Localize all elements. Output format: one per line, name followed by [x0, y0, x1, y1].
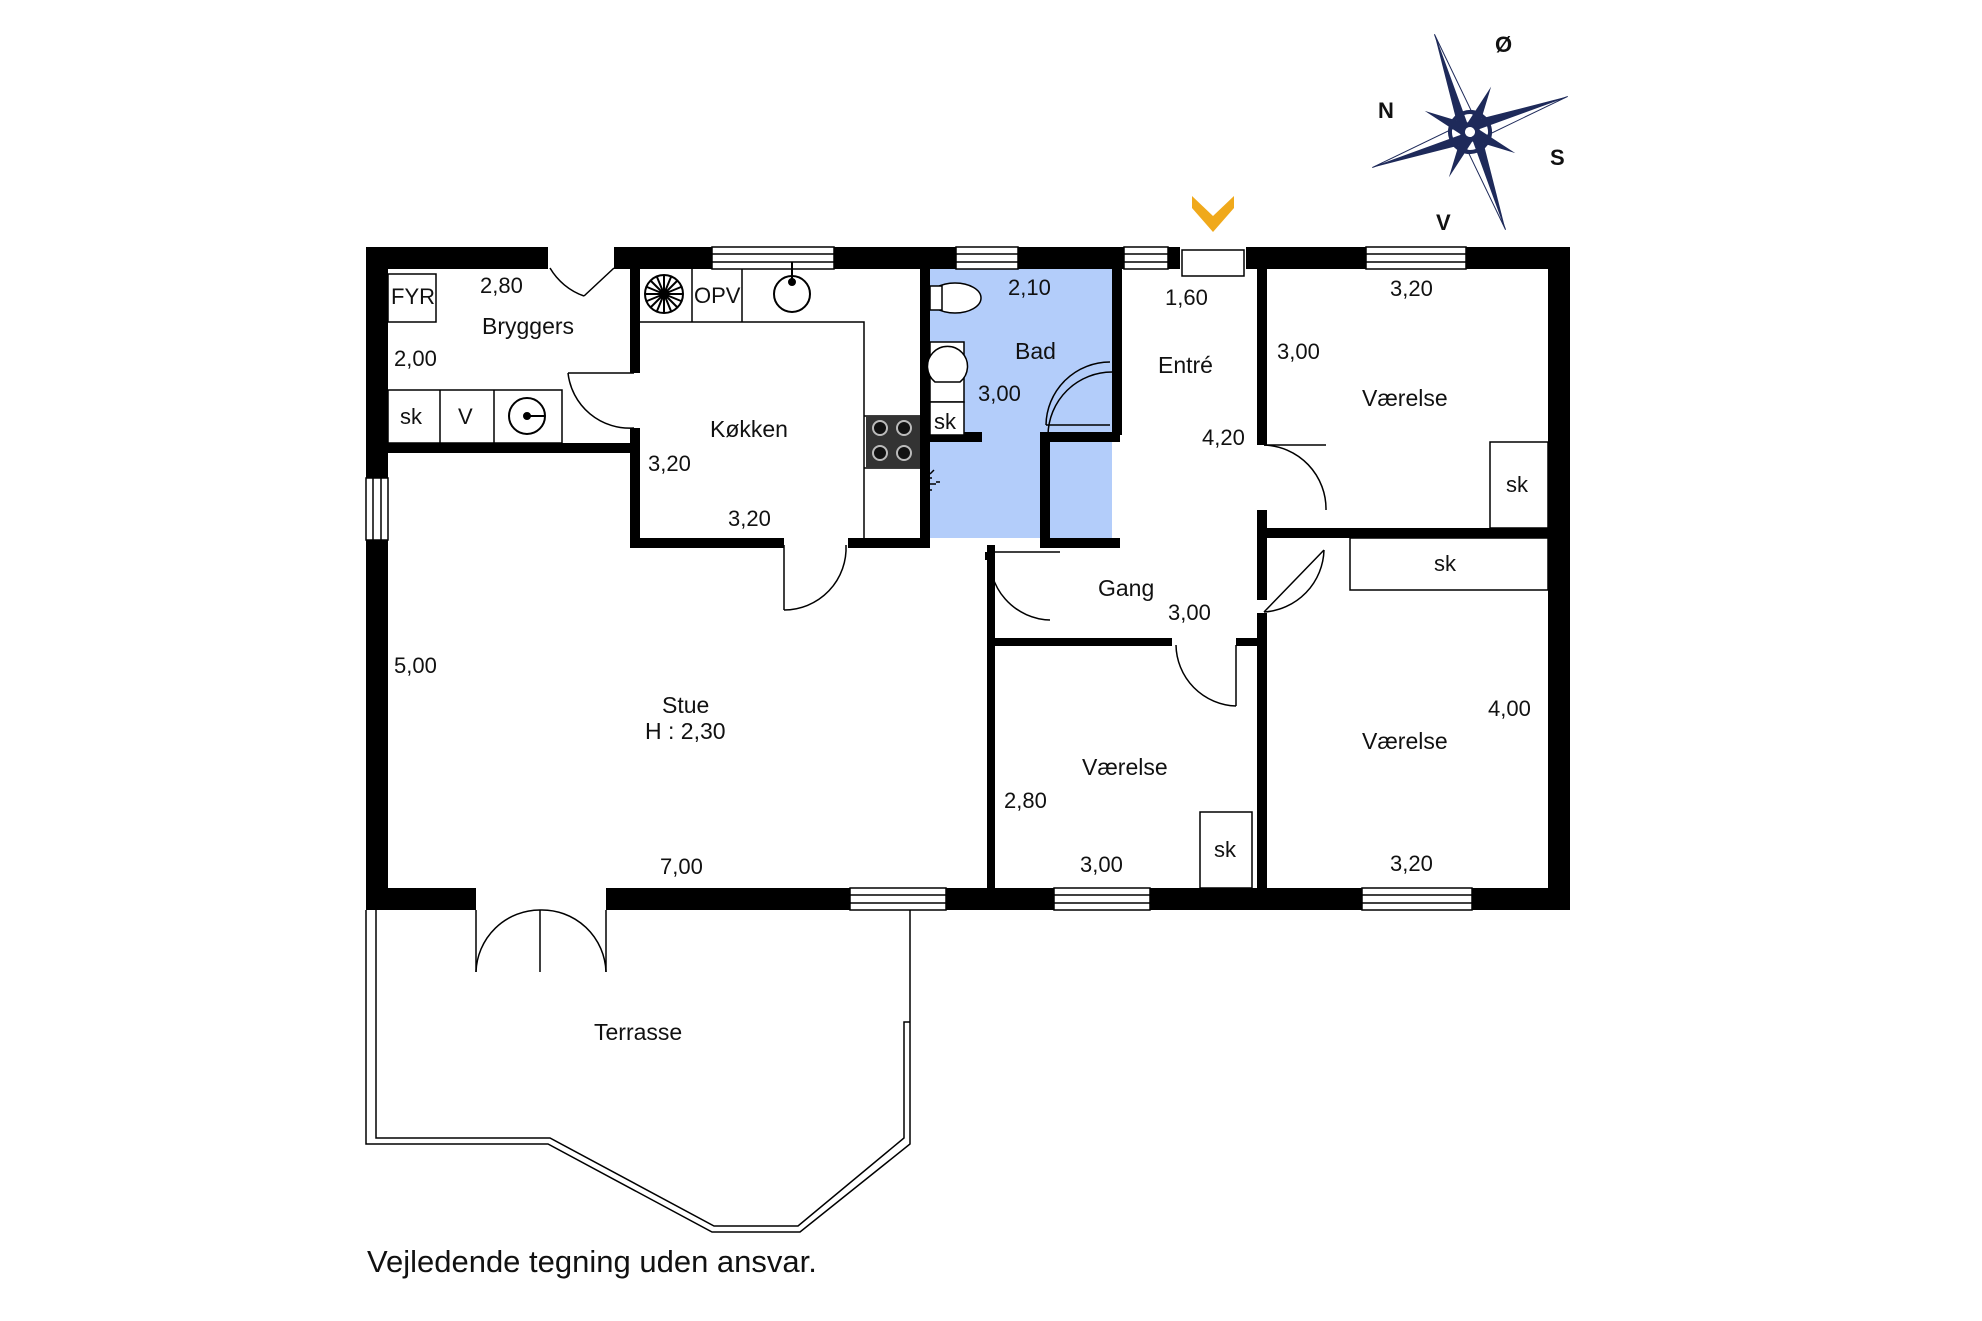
dim-bad-depth: 3,00	[978, 381, 1021, 406]
room-bad: Bad	[1015, 338, 1056, 364]
compass-south-label: S	[1550, 145, 1565, 170]
dim-gang-width: 3,00	[1168, 600, 1211, 625]
fyr-label: FYR	[391, 284, 435, 309]
bedroom-se-sk-label: sk	[1434, 551, 1457, 576]
bath-sk-label: sk	[934, 409, 957, 434]
doors	[475, 246, 1327, 973]
utility-sk-label: sk	[400, 404, 423, 429]
compass-north-label: N	[1378, 98, 1394, 123]
kitchen-sink-icon	[773, 262, 811, 313]
dim-kokken-depth: 3,20	[648, 451, 691, 476]
utility-fixtures	[387, 273, 563, 444]
room-gang: Gang	[1098, 575, 1154, 601]
stove-burners	[872, 420, 912, 461]
dim-vaerelse-s-depth: 2,80	[1004, 788, 1047, 813]
dim-entre-depth: 4,20	[1202, 425, 1245, 450]
bathroom-door-arc	[1045, 361, 1111, 426]
bedroom-s-sk-label: sk	[1214, 837, 1237, 862]
room-vaerelse-s: Værelse	[1082, 754, 1168, 780]
room-stue-height: H : 2,30	[645, 718, 726, 744]
compass-west-label: V	[1436, 210, 1451, 235]
compass-rose-icon	[1372, 34, 1568, 230]
dim-stue-width: 7,00	[660, 854, 703, 879]
room-terrasse: Terrasse	[594, 1019, 682, 1045]
dim-vaerelse-se-depth: 4,00	[1488, 696, 1531, 721]
dim-stue-depth: 5,00	[394, 653, 437, 678]
room-kokken: Køkken	[710, 416, 788, 442]
dim-vaerelse-ne-width: 3,20	[1390, 276, 1433, 301]
terrace-outline	[365, 910, 911, 1233]
utility-sink-icon	[508, 397, 546, 435]
windows	[365, 246, 1473, 911]
bathroom-fixtures	[926, 282, 982, 436]
dim-bryggers-depth: 2,00	[394, 346, 437, 371]
dim-bryggers-width: 2,80	[480, 273, 523, 298]
compass-east-label: Ø	[1495, 32, 1512, 57]
dim-vaerelse-se-width: 3,20	[1390, 851, 1433, 876]
interior-walls	[388, 265, 1548, 893]
disclaimer-text: Vejledende tegning uden ansvar.	[367, 1244, 817, 1279]
room-bryggers: Bryggers	[482, 313, 574, 339]
entry-arrow-icon	[1192, 196, 1234, 232]
shower-icon	[926, 469, 940, 491]
dim-kokken-width: 3,20	[728, 506, 771, 531]
dim-bad-width: 2,10	[1008, 275, 1051, 300]
ventilation-fan-icon	[644, 274, 684, 314]
bathroom-fill-lower	[930, 436, 1042, 538]
dim-entre-width: 1,60	[1165, 285, 1208, 310]
bedroom-ne-sk-label: sk	[1506, 472, 1529, 497]
room-vaerelse-se: Værelse	[1362, 728, 1448, 754]
kitchen-counters	[640, 269, 920, 538]
utility-v-label: V	[458, 404, 473, 429]
room-stue: Stue	[662, 692, 709, 718]
room-vaerelse-ne: Værelse	[1362, 385, 1448, 411]
room-entre: Entré	[1158, 352, 1213, 378]
wardrobes	[1199, 441, 1549, 889]
dim-vaerelse-s-width: 3,00	[1080, 852, 1123, 877]
dim-vaerelse-ne-depth: 3,00	[1277, 339, 1320, 364]
opv-label: OPV	[694, 283, 741, 308]
